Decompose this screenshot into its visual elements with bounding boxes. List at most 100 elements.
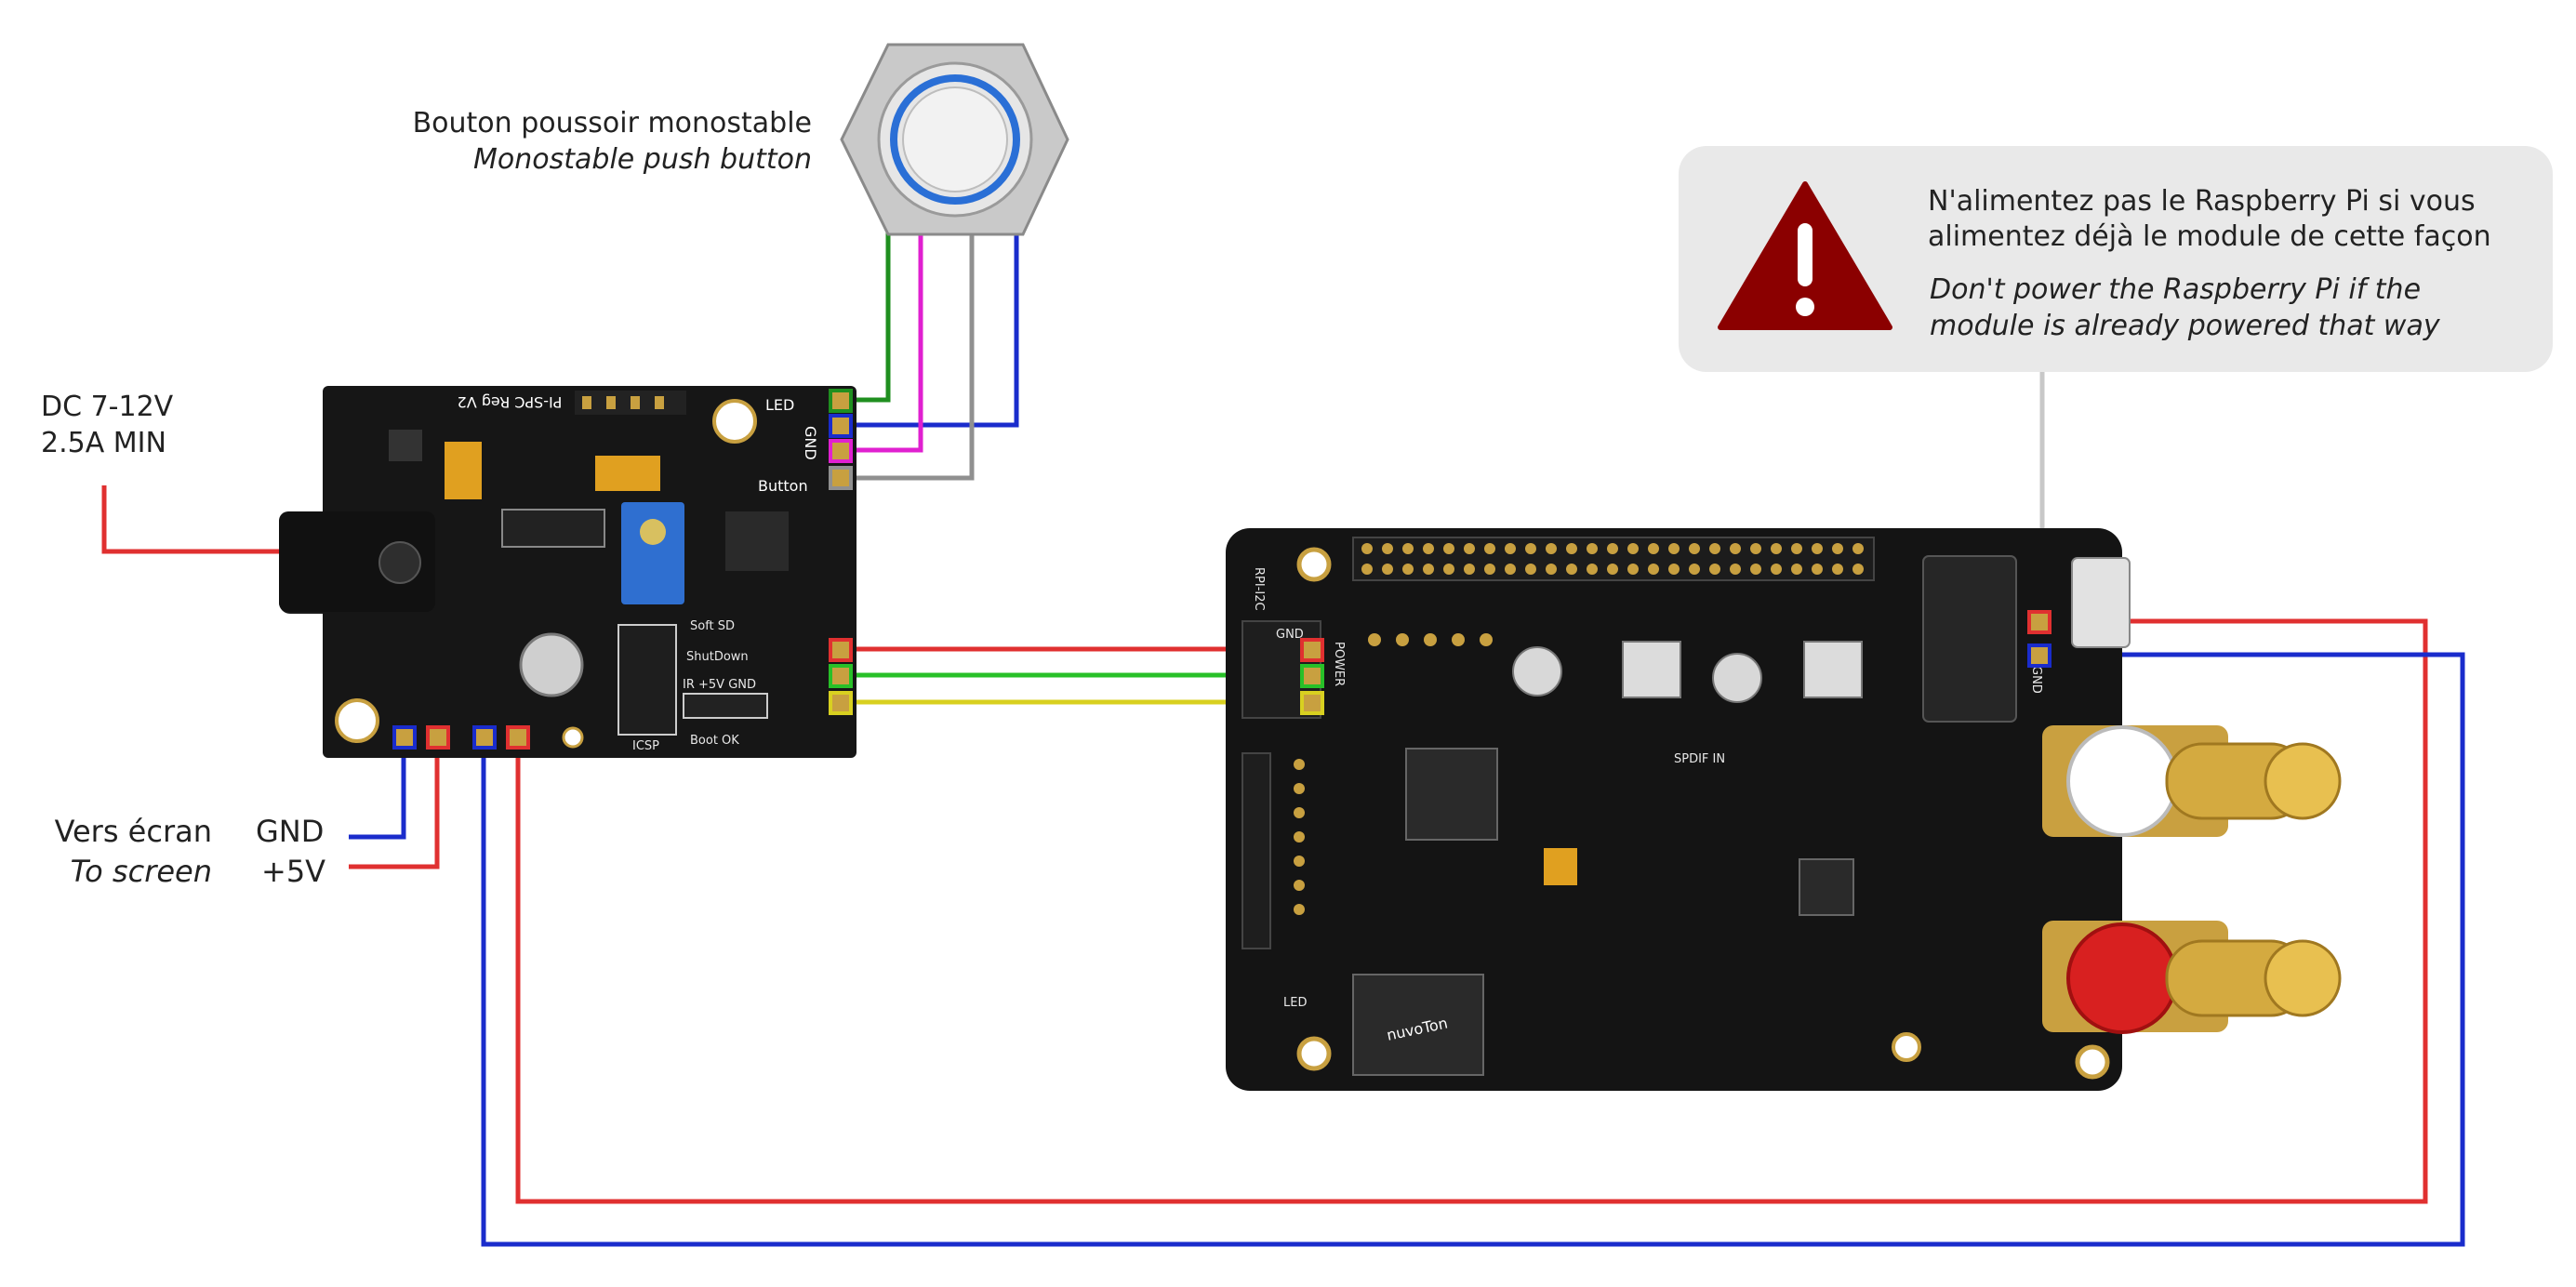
power-input-current: 2.5A MIN <box>41 427 166 459</box>
reg-gnd-label: GND <box>802 426 819 460</box>
screen-label-en: To screen <box>71 854 212 889</box>
dac-tantalum <box>1544 848 1577 885</box>
dac-gnd-pin-label: GND <box>1276 628 1304 642</box>
dac-mount-hole-2 <box>1296 1036 1332 1071</box>
reg-tantalum-1 <box>445 442 482 499</box>
reg-buzzer <box>519 632 584 697</box>
reg-boot-ok-label: Boot OK <box>690 734 739 748</box>
dac-cap-1 <box>1512 646 1562 697</box>
screen-label-fr: Vers écran <box>55 814 212 849</box>
regulator-title: PI-SPC Reg V2 <box>458 393 563 411</box>
reg-pin-loop-vcc <box>506 725 530 750</box>
screen-vcc-label: +5V <box>261 854 325 889</box>
dac-i2s-pins <box>1368 633 1493 646</box>
wires <box>101 156 2465 1247</box>
dac-main-chip <box>1405 748 1498 841</box>
dac-gnd-right-label: GND <box>2029 666 2043 694</box>
reg-pin-pwr-green <box>829 664 853 688</box>
dac-pcb <box>1226 528 2122 1091</box>
reg-shutdown-label: ShutDown <box>686 650 749 664</box>
warning-triangle-icon <box>1718 181 1892 330</box>
button-label-fr: Bouton poussoir monostable <box>413 107 812 139</box>
dc-input-wire <box>101 485 279 554</box>
dac-spdif-label: SPDIF IN <box>1674 752 1725 766</box>
dac-nuvoton-chip <box>1352 974 1484 1076</box>
button-gnd-wire-blue <box>845 156 1019 428</box>
reg-pin-pwr-yellow <box>829 691 853 715</box>
push-button <box>840 43 1069 236</box>
dac-pin-gnd <box>2027 644 2052 668</box>
reg-smd-row <box>501 509 605 548</box>
reg-pin-led <box>829 389 853 413</box>
reg-pot-screw <box>640 519 666 545</box>
screen-vcc-wire <box>349 736 440 869</box>
dac-side-pins <box>1294 759 1305 915</box>
reg-header <box>683 693 768 719</box>
dac-board: RPI-I2C POWER GND nuvoTon SPDIF IN LED <box>1226 528 2342 1091</box>
reg-pin-screen-vcc <box>426 725 450 750</box>
dac-pin-vcc <box>2027 610 2052 634</box>
power-input-voltage: DC 7-12V <box>41 391 174 423</box>
warning-text-en-1: Don't power the Raspberry Pi if the <box>1930 273 2421 306</box>
reg-icsp <box>617 624 677 736</box>
reg-pin-gnd <box>829 414 853 438</box>
reg-header-label: IR +5V GND <box>683 678 756 692</box>
reg-mount-hole-2 <box>335 698 379 743</box>
dac-mount-hole-4 <box>1892 1032 1921 1062</box>
reg-pin-magenta <box>829 439 853 463</box>
dac-pin-red <box>1300 638 1324 662</box>
reg-smd-block <box>389 430 422 461</box>
button-label-en: Monostable push button <box>473 143 812 176</box>
screen-gnd-label: GND <box>256 814 324 849</box>
reg-icsp-label: ICSP <box>632 739 659 753</box>
reg-mount-hole-3 <box>562 726 584 749</box>
reg-potentiometer <box>621 502 684 604</box>
reg-mount-hole-1 <box>712 399 757 444</box>
dac-gpio-pins <box>1361 543 1864 575</box>
reg-led-label: LED <box>765 396 794 414</box>
warning-text-fr-1: N'alimentez pas le Raspberry Pi si vous <box>1928 185 2476 218</box>
loop-wire-blue <box>481 652 2465 1247</box>
dac-mount-hole-3 <box>2075 1044 2110 1080</box>
dc-jack-pin <box>378 541 421 584</box>
button-label: Bouton poussoir monostable Monostable pu… <box>413 107 812 176</box>
warning-text-fr-2: alimentez déjà le module de cette façon <box>1928 220 2491 253</box>
dac-regulator-1 <box>1622 641 1681 698</box>
reg-soft-sd-label: Soft SD <box>690 619 735 633</box>
button-led-wire-green <box>845 163 891 403</box>
dac-regulator-2 <box>1803 641 1863 698</box>
reg-button-label: Button <box>758 477 808 495</box>
dac-side-header <box>1242 752 1271 949</box>
screen-label: Vers écran To screen GND +5V <box>55 814 326 889</box>
dac-dac-chip <box>1799 858 1854 916</box>
button-wire-magenta <box>845 214 923 453</box>
reg-pin-loop-gnd <box>472 725 497 750</box>
reg-pin-pwr-red <box>829 638 853 662</box>
warning-panel <box>1679 146 2553 372</box>
rca-jack-white <box>2042 725 2342 837</box>
dac-cap-2 <box>1712 653 1762 703</box>
warning-box: N'alimentez pas le Raspberry Pi si vous … <box>1679 146 2553 372</box>
reg-ic <box>725 511 789 571</box>
regulator-board: PI-SPC Reg V2 ICSP Soft SD ShutDown <box>279 386 856 758</box>
loop-wire-red <box>515 618 2428 1204</box>
dac-pin-yellow <box>1300 691 1324 715</box>
push-button-cap <box>902 86 1008 192</box>
reg-top-header <box>575 391 686 415</box>
reg-tantalum-2 <box>595 456 660 491</box>
warning-text-en-2: module is already powered that way <box>1930 310 2441 342</box>
dac-mount-hole-1 <box>1296 547 1332 582</box>
rca-jack-red <box>2042 921 2342 1034</box>
power-input-label: DC 7-12V 2.5A MIN <box>41 391 174 459</box>
dac-relay <box>1922 555 2017 723</box>
dac-rpi-label: RPI-I2C <box>1252 567 1266 611</box>
dac-power-label: POWER <box>1332 642 1346 686</box>
reg-pin-screen-gnd <box>392 725 417 750</box>
push-button-ring <box>890 74 1020 205</box>
dc-jack-front <box>279 511 435 612</box>
dac-pin-green <box>1300 664 1324 688</box>
dac-led-label: LED <box>1283 996 1307 1010</box>
dac-usb-port <box>2071 557 2131 648</box>
reg-pin-button <box>829 466 853 490</box>
